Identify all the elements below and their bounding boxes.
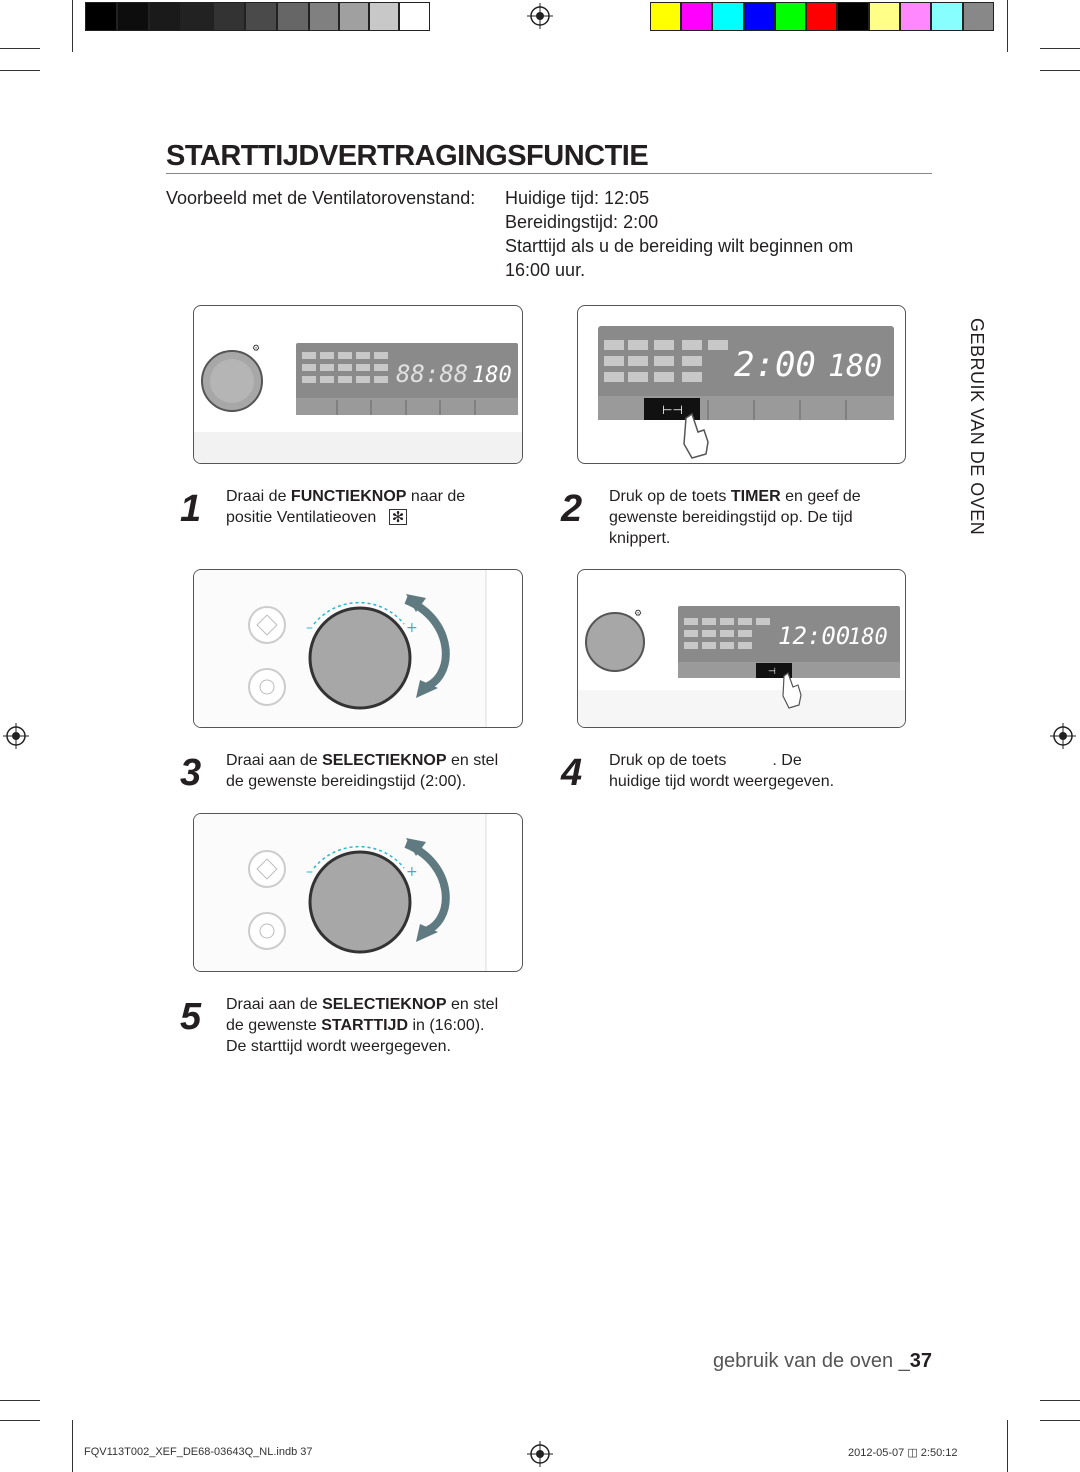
slug-date: 2012-05-07 ◫ 2:50:12	[848, 1447, 958, 1459]
step-4-number: 4	[561, 752, 583, 794]
svg-text:⚙: ⚙	[634, 609, 642, 619]
timer-button-highlight	[644, 398, 700, 420]
title-rule	[166, 173, 932, 174]
svg-text:⊢⊣: ⊢⊣	[662, 403, 683, 417]
step-3-text: Draai aan de SELECTIEKNOP en stel de gew…	[226, 752, 499, 790]
step-1-text: Draai de FUNCTIEKNOP naar de positie Ven…	[226, 488, 466, 526]
registration-mark-left	[3, 723, 29, 749]
svg-text:–: –	[306, 864, 313, 880]
fan-oven-icon: ✻	[388, 509, 408, 525]
illustration-clock-button: ⚙ 12:00 180 ⊣	[577, 569, 906, 728]
registration-mark-right	[1050, 723, 1076, 749]
hand-pointer-icon-2	[782, 672, 802, 709]
step-1-number: 1	[180, 488, 202, 530]
step-2-number: 2	[561, 488, 583, 530]
panel1-time: 88:88	[396, 360, 468, 388]
registration-mark-top	[527, 3, 553, 29]
svg-text:⚙: ⚙	[252, 344, 260, 354]
panel1-temp: 180	[472, 363, 512, 388]
sidebar-section-label: GEBRUIK VAN DE OVEN	[967, 318, 987, 536]
slug-file: FQV113T002_XEF_DE68-03643Q_NL.indb 37	[84, 1446, 313, 1458]
intro-start-time: Starttijd als u de bereiding wilt beginn…	[505, 236, 854, 256]
svg-text:⊣: ⊣	[768, 667, 776, 677]
page-footer: gebruik van de oven _37	[712, 1350, 932, 1372]
panel4-time: 12:00	[778, 622, 850, 650]
illustration-function-knob: ⚙ 88:88 180	[193, 305, 523, 464]
intro-cooking-time: Bereidingstijd: 2:00	[505, 212, 659, 232]
intro-label: Voorbeeld met de Ventilatorovenstand:	[166, 188, 476, 208]
svg-text:+: +	[406, 620, 418, 636]
illustration-timer-button: 2:00 180 ⊢⊣	[577, 305, 906, 464]
step-2-text: Druk op de toets TIMER en geef de gewens…	[609, 488, 861, 547]
svg-text:–: –	[306, 620, 313, 636]
step-5-text: Draai aan de SELECTIEKNOP en stel de gew…	[226, 996, 499, 1055]
intro-current-time: Huidige tijd: 12:05	[505, 188, 650, 208]
step-3-number: 3	[180, 752, 202, 794]
panel2-temp: 180	[828, 349, 882, 384]
hand-pointer-icon	[683, 412, 709, 459]
step-4-text: Druk op de toets. De huidige tijd wordt …	[609, 752, 835, 790]
clock-button-highlight	[756, 663, 792, 678]
intro-start-time-cont: 16:00 uur.	[505, 260, 586, 280]
step-5-number: 5	[180, 996, 202, 1038]
illustration-selection-knob-5: – +	[193, 813, 523, 972]
section-title: STARTTIJDVERTRAGINGSFUNCTIE	[166, 140, 649, 172]
panel4-temp: 180	[848, 625, 888, 650]
panel2-time: 2:00	[734, 345, 816, 385]
registration-mark-bottom	[527, 1441, 553, 1467]
svg-text:+: +	[406, 864, 418, 880]
illustration-selection-knob-3: – +	[193, 569, 523, 728]
